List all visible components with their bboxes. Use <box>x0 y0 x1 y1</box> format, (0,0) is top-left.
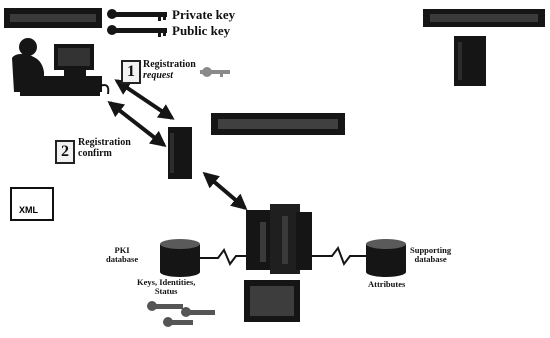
request-key-icon <box>200 67 230 77</box>
pki-link <box>200 248 246 266</box>
supporting-contents-label: Attributes <box>368 279 406 289</box>
pki-keys-icon <box>147 301 215 327</box>
pki-contents-line2: Status <box>154 285 178 296</box>
step-2-line1: Registration <box>78 137 131 148</box>
step-1-line2: request <box>143 69 173 81</box>
supporting-label-line2: database <box>414 253 447 264</box>
pki-contents-label: Keys, Identities, Status <box>137 278 195 296</box>
confirm-arrow <box>107 101 167 147</box>
public-key-icon <box>107 25 167 37</box>
supporting-link <box>312 245 366 267</box>
step-1-line1: Registration <box>143 59 196 70</box>
xml-box: XML <box>10 187 54 221</box>
user-computer-icon <box>12 38 110 96</box>
public-key-label: Public key <box>172 23 231 38</box>
pki-database-label: PKI database <box>106 246 138 264</box>
private-key-label: Private key <box>172 7 236 22</box>
step-1-badge: 1 <box>121 60 141 84</box>
tower-server-icon <box>454 36 486 86</box>
step-2-line2: confirm <box>78 147 112 159</box>
pki-label-line2: database <box>106 253 139 264</box>
step-2-badge: 2 <box>55 140 75 164</box>
server-cluster-icon <box>246 204 312 274</box>
server-link-arrow <box>202 171 248 211</box>
pki-database-icon <box>160 239 200 277</box>
private-key-icon <box>107 9 167 21</box>
supporting-label-line1: Supporting <box>410 245 452 255</box>
step-2-label: Registration confirm <box>78 137 131 159</box>
xml-label: XML <box>19 205 38 215</box>
central-server-icon <box>168 127 192 179</box>
pki-label-line1: PKI <box>114 245 130 255</box>
supporting-database-label: Supporting database <box>410 246 451 264</box>
step-1-label: Registration request <box>143 59 196 81</box>
supporting-database-icon <box>366 239 406 277</box>
pki-contents-line1: Keys, Identities, <box>137 277 196 287</box>
